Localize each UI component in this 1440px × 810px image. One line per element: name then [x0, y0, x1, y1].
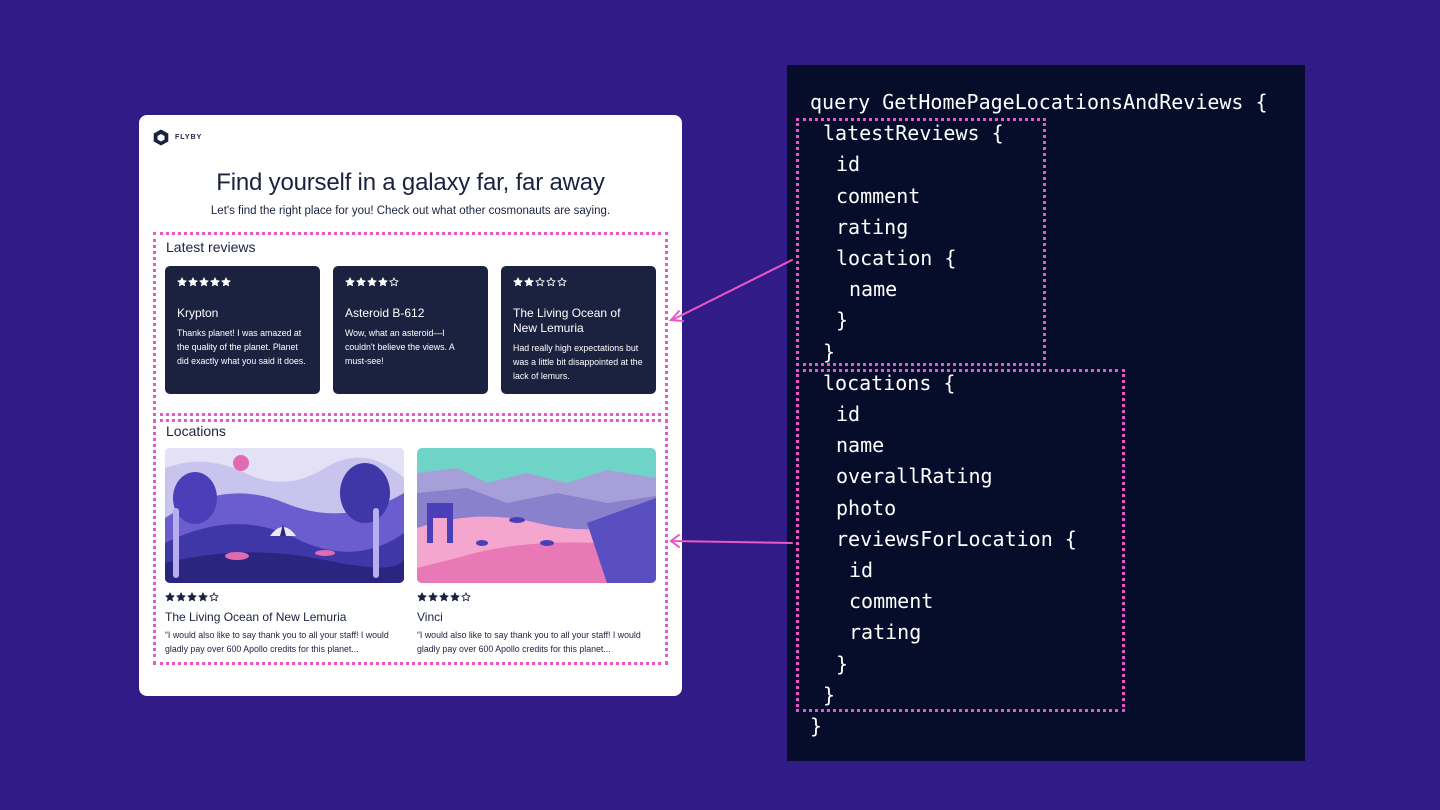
location-card[interactable]: Vinci “I would also like to say thank yo…: [417, 448, 656, 656]
latest-reviews-query-highlight: [796, 118, 1046, 366]
review-comment: Thanks planet! I was amazed at the quali…: [177, 328, 306, 366]
star-filled-icon: [428, 592, 438, 602]
code-line: id: [836, 152, 861, 177]
review-card[interactable]: The Living Ocean of New Lemuria Had real…: [501, 266, 656, 394]
code-line: latestReviews {: [823, 121, 1004, 146]
location-name: The Living Ocean of New Lemuria: [165, 610, 347, 624]
code-line: }: [810, 714, 823, 738]
locations-section-highlight: [153, 419, 668, 665]
star-outline-icon: [557, 277, 567, 287]
star-filled-icon: [524, 277, 534, 287]
star-outline-icon: [535, 277, 545, 287]
star-filled-icon: [367, 277, 377, 287]
code-line: id: [836, 402, 861, 426]
star-outline-icon: [209, 592, 219, 602]
latest-reviews-heading: Latest reviews: [166, 239, 256, 255]
star-filled-icon: [450, 592, 460, 602]
code-line: rating: [836, 214, 909, 239]
location-photo: [417, 448, 656, 583]
star-filled-icon: [165, 592, 175, 602]
code-line: locations {: [823, 370, 956, 395]
star-rating: [417, 592, 656, 602]
locations-heading: Locations: [166, 423, 226, 439]
brand-name: FLYBY: [175, 134, 203, 141]
star-outline-icon: [546, 277, 556, 287]
star-rating: [345, 277, 476, 288]
location-review-snippet: “I would also like to say thank you to a…: [165, 630, 389, 654]
locations-query-highlight: [796, 369, 1125, 712]
star-filled-icon: [439, 592, 449, 602]
code-line: rating: [849, 620, 922, 645]
hexagon-logo-icon: [153, 129, 169, 146]
brand-logo: FLYBY: [153, 129, 202, 146]
star-filled-icon: [356, 277, 366, 287]
code-line: reviewsForLocation {: [836, 526, 1077, 551]
code-line: query GetHomePageLocationsAndReviews {: [810, 90, 1268, 114]
page-title: Find yourself in a galaxy far, far away: [216, 169, 605, 196]
code-line: name: [836, 433, 885, 458]
star-filled-icon: [177, 277, 187, 287]
reviews-connector-arrow: [668, 259, 793, 322]
star-filled-icon: [176, 592, 186, 602]
star-filled-icon: [210, 277, 220, 287]
star-rating: [165, 592, 404, 602]
app-screenshot: FLYBY Find yourself in a galaxy far, far…: [139, 115, 682, 696]
locations-connector-arrow: [669, 534, 793, 548]
star-rating: [513, 277, 644, 288]
graphql-query-panel: query GetHomePageLocationsAndReviews { la…: [787, 65, 1305, 761]
reviews-section-highlight: [153, 232, 668, 416]
star-outline-icon: [461, 592, 471, 602]
star-filled-icon: [378, 277, 388, 287]
review-card[interactable]: Krypton Thanks planet! I was amazed at t…: [165, 266, 320, 394]
code-line: }: [823, 682, 836, 707]
star-filled-icon: [198, 592, 208, 602]
location-photo: [165, 448, 404, 583]
star-filled-icon: [199, 277, 209, 287]
star-outline-icon: [389, 277, 399, 287]
review-location-name: Asteroid B-612: [345, 306, 425, 320]
star-filled-icon: [221, 277, 231, 287]
code-line: photo: [836, 495, 897, 520]
review-comment: Wow, what an asteroid—I couldn't believe…: [345, 328, 455, 366]
page-subtitle: Let's find the right place for you! Chec…: [210, 205, 611, 217]
code-line: }: [823, 339, 836, 364]
star-rating: [177, 277, 308, 288]
review-location-name: The Living Ocean of New Lemuria: [513, 306, 621, 335]
review-location-name: Krypton: [177, 306, 219, 320]
star-filled-icon: [187, 592, 197, 602]
code-line: name: [849, 277, 898, 302]
code-line: location {: [836, 246, 957, 270]
star-filled-icon: [417, 592, 427, 602]
code-line: comment: [849, 589, 934, 614]
star-filled-icon: [188, 277, 198, 287]
code-line: comment: [836, 183, 921, 208]
code-line: }: [836, 651, 849, 676]
star-filled-icon: [513, 277, 523, 287]
code-line: overallRating: [836, 464, 993, 489]
code-line: }: [836, 308, 849, 333]
review-card[interactable]: Asteroid B-612 Wow, what an asteroid—I c…: [333, 266, 488, 394]
location-name: Vinci: [417, 610, 443, 624]
location-review-snippet: “I would also like to say thank you to a…: [417, 630, 641, 654]
location-card[interactable]: The Living Ocean of New Lemuria “I would…: [165, 448, 404, 656]
code-line: id: [849, 558, 874, 582]
star-filled-icon: [345, 277, 355, 287]
review-comment: Had really high expectations but was a l…: [513, 343, 643, 381]
